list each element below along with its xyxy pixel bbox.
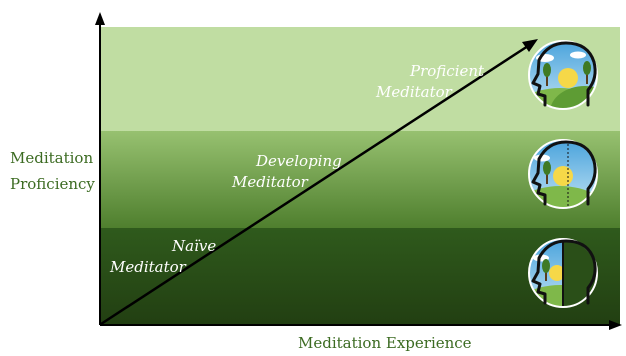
x-axis [100, 320, 622, 330]
y-axis [95, 12, 105, 325]
y-axis-label-line1: Meditation [10, 149, 94, 167]
stage-label-proficient-line1: Proficient [410, 62, 485, 80]
stage-label-naive: Naïve Meditator [110, 236, 216, 278]
stage-label-developing-line2: Meditator [232, 173, 308, 191]
progress-arrow [100, 39, 538, 326]
y-axis-label: Meditation Proficiency [10, 145, 95, 197]
x-axis-label: Meditation Experience [298, 334, 472, 352]
stage-label-naive-line2: Meditator [110, 258, 186, 276]
stage-label-developing-line1: Developing [256, 152, 342, 170]
stage-label-naive-line1: Naïve [172, 237, 217, 255]
stage-label-proficient: Proficient Meditator [376, 61, 484, 103]
y-axis-label-line2: Proficiency [10, 175, 95, 193]
stage-label-proficient-line2: Meditator [376, 83, 452, 101]
stage-label-developing: Developing Meditator [232, 151, 342, 193]
